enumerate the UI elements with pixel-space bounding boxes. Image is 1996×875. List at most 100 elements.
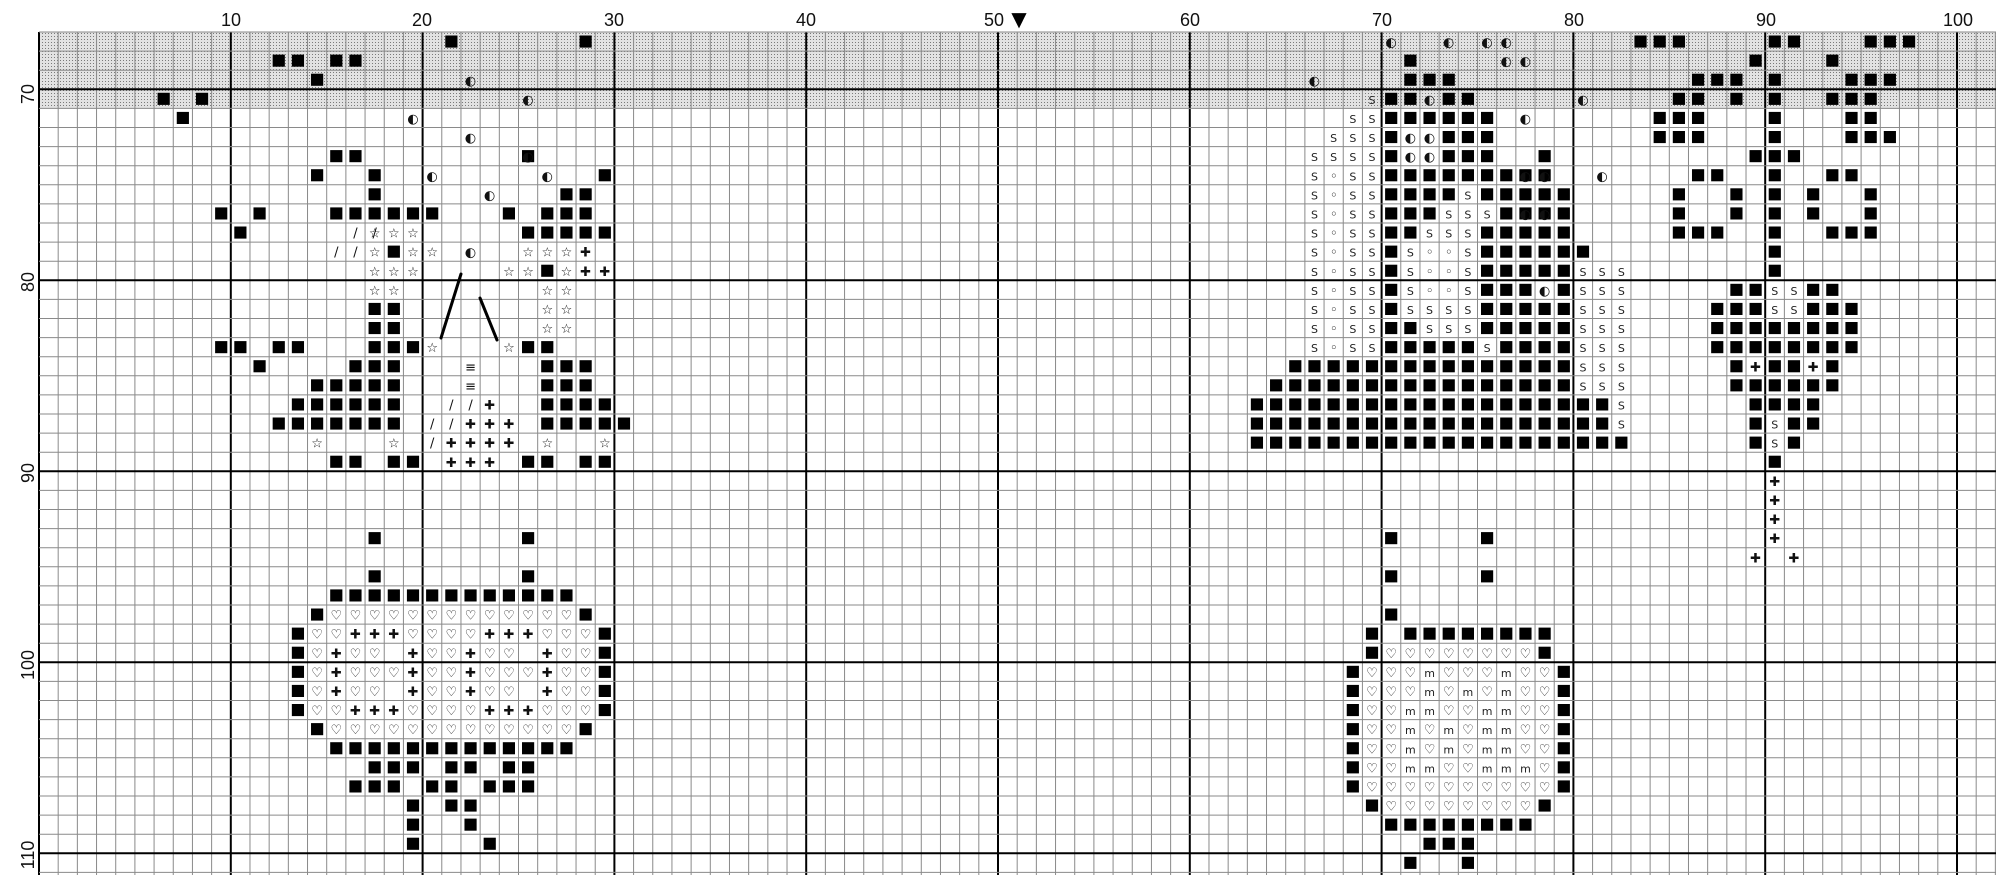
filled-square-stitch <box>349 207 361 219</box>
filled-square-stitch <box>1462 398 1474 410</box>
filled-square-stitch <box>292 704 304 716</box>
filled-square-stitch <box>1539 150 1551 162</box>
plus-stitch: ✚ <box>503 418 514 433</box>
filled-square-stitch <box>369 322 381 334</box>
s-hook-stitch: S <box>1311 247 1318 260</box>
filled-square-stitch <box>1251 398 1263 410</box>
filled-square-stitch <box>426 589 438 601</box>
half-circle-stitch: ◐ <box>427 169 438 184</box>
filled-square-stitch <box>1443 74 1455 86</box>
heart-stitch: ♡ <box>1424 742 1436 757</box>
heart-stitch: ♡ <box>1481 780 1493 795</box>
filled-square-stitch <box>1519 418 1531 430</box>
s-hook-stitch: S <box>1599 304 1606 317</box>
filled-square-stitch <box>1596 398 1608 410</box>
filled-square-stitch <box>1826 303 1838 315</box>
slash-stitch: / <box>334 246 339 261</box>
plus-stitch: ✚ <box>523 628 534 643</box>
filled-square-stitch <box>1481 284 1493 296</box>
filled-square-stitch <box>1826 341 1838 353</box>
letter-m-stitch: m <box>1501 743 1512 756</box>
star-stitch: ☆ <box>407 265 419 280</box>
filled-square-stitch <box>1539 303 1551 315</box>
heart-stitch: ♡ <box>522 666 534 681</box>
filled-square-stitch <box>1481 169 1493 181</box>
filled-square-stitch <box>1366 379 1378 391</box>
heart-stitch: ♡ <box>426 628 438 643</box>
plus-stitch: ✚ <box>580 246 591 261</box>
small-circle-stitch: ◦ <box>1330 322 1338 337</box>
filled-square-stitch <box>560 207 572 219</box>
heart-stitch: ♡ <box>561 685 573 700</box>
filled-square-stitch <box>253 360 265 372</box>
heart-stitch: ♡ <box>1462 666 1474 681</box>
heart-stitch: ♡ <box>1520 723 1532 738</box>
filled-square-stitch <box>1404 437 1416 449</box>
half-circle-stitch: ◐ <box>542 169 553 184</box>
filled-square-stitch <box>1539 647 1551 659</box>
filled-square-stitch <box>1423 74 1435 86</box>
s-hook-stitch: S <box>1790 304 1797 317</box>
plus-stitch: ✚ <box>523 704 534 719</box>
filled-square-stitch <box>1730 303 1742 315</box>
filled-square-stitch <box>1539 418 1551 430</box>
s-hook-stitch: S <box>1618 380 1625 393</box>
s-hook-stitch: S <box>1579 323 1586 336</box>
half-circle-stitch: ◐ <box>1539 284 1550 299</box>
star-stitch: ☆ <box>369 284 381 299</box>
heart-stitch: ♡ <box>426 647 438 662</box>
s-hook-stitch: S <box>1349 285 1356 298</box>
filled-square-stitch <box>407 742 419 754</box>
filled-square-stitch <box>1769 74 1781 86</box>
small-circle-stitch: ◦ <box>1330 303 1338 318</box>
filled-square-stitch <box>1654 36 1666 48</box>
filled-square-stitch <box>1845 303 1857 315</box>
filled-square-stitch <box>1443 418 1455 430</box>
filled-square-stitch <box>1481 188 1493 200</box>
heart-stitch: ♡ <box>580 628 592 643</box>
half-circle-stitch: ◐ <box>1520 55 1531 70</box>
filled-square-stitch <box>1769 246 1781 258</box>
filled-square-stitch <box>1826 379 1838 391</box>
filled-square-stitch <box>522 780 534 792</box>
star-stitch: ☆ <box>311 437 323 452</box>
filled-square-stitch <box>1481 112 1493 124</box>
filled-square-stitch <box>1500 246 1512 258</box>
filled-square-stitch <box>1769 169 1781 181</box>
plus-stitch: ✚ <box>350 628 361 643</box>
filled-square-stitch <box>292 666 304 678</box>
heart-stitch: ♡ <box>1462 704 1474 719</box>
plus-stitch: ✚ <box>408 647 419 662</box>
filled-square-stitch <box>1884 74 1896 86</box>
plus-stitch: ✚ <box>1769 532 1780 547</box>
heart-stitch: ♡ <box>330 628 342 643</box>
slash-stitch: / <box>353 246 358 261</box>
star-stitch: ☆ <box>407 227 419 242</box>
s-hook-stitch: S <box>1369 151 1376 164</box>
s-hook-stitch: S <box>1369 189 1376 202</box>
filled-square-stitch <box>1845 227 1857 239</box>
filled-square-stitch <box>330 207 342 219</box>
filled-square-stitch <box>1826 169 1838 181</box>
half-circle-stitch: ◐ <box>465 246 476 261</box>
filled-square-stitch <box>1692 131 1704 143</box>
filled-square-stitch <box>1558 360 1570 372</box>
heart-stitch: ♡ <box>484 609 496 624</box>
filled-square-stitch <box>369 379 381 391</box>
filled-square-stitch <box>426 207 438 219</box>
col-tick-label: 30 <box>604 10 624 30</box>
star-stitch: ☆ <box>541 322 553 337</box>
filled-square-stitch <box>273 341 285 353</box>
letter-m-stitch: m <box>1501 667 1512 680</box>
filled-square-stitch <box>1385 207 1397 219</box>
half-circle-stitch: ◐ <box>1577 93 1588 108</box>
half-circle-stitch: ◐ <box>1481 36 1492 51</box>
star-stitch: ☆ <box>522 246 534 261</box>
heart-stitch: ♡ <box>407 723 419 738</box>
plus-stitch: ✚ <box>1769 475 1780 490</box>
heart-stitch: ♡ <box>446 628 458 643</box>
filled-square-stitch <box>292 398 304 410</box>
letter-m-stitch: m <box>1501 724 1512 737</box>
filled-square-stitch <box>1596 418 1608 430</box>
filled-square-stitch <box>1539 188 1551 200</box>
